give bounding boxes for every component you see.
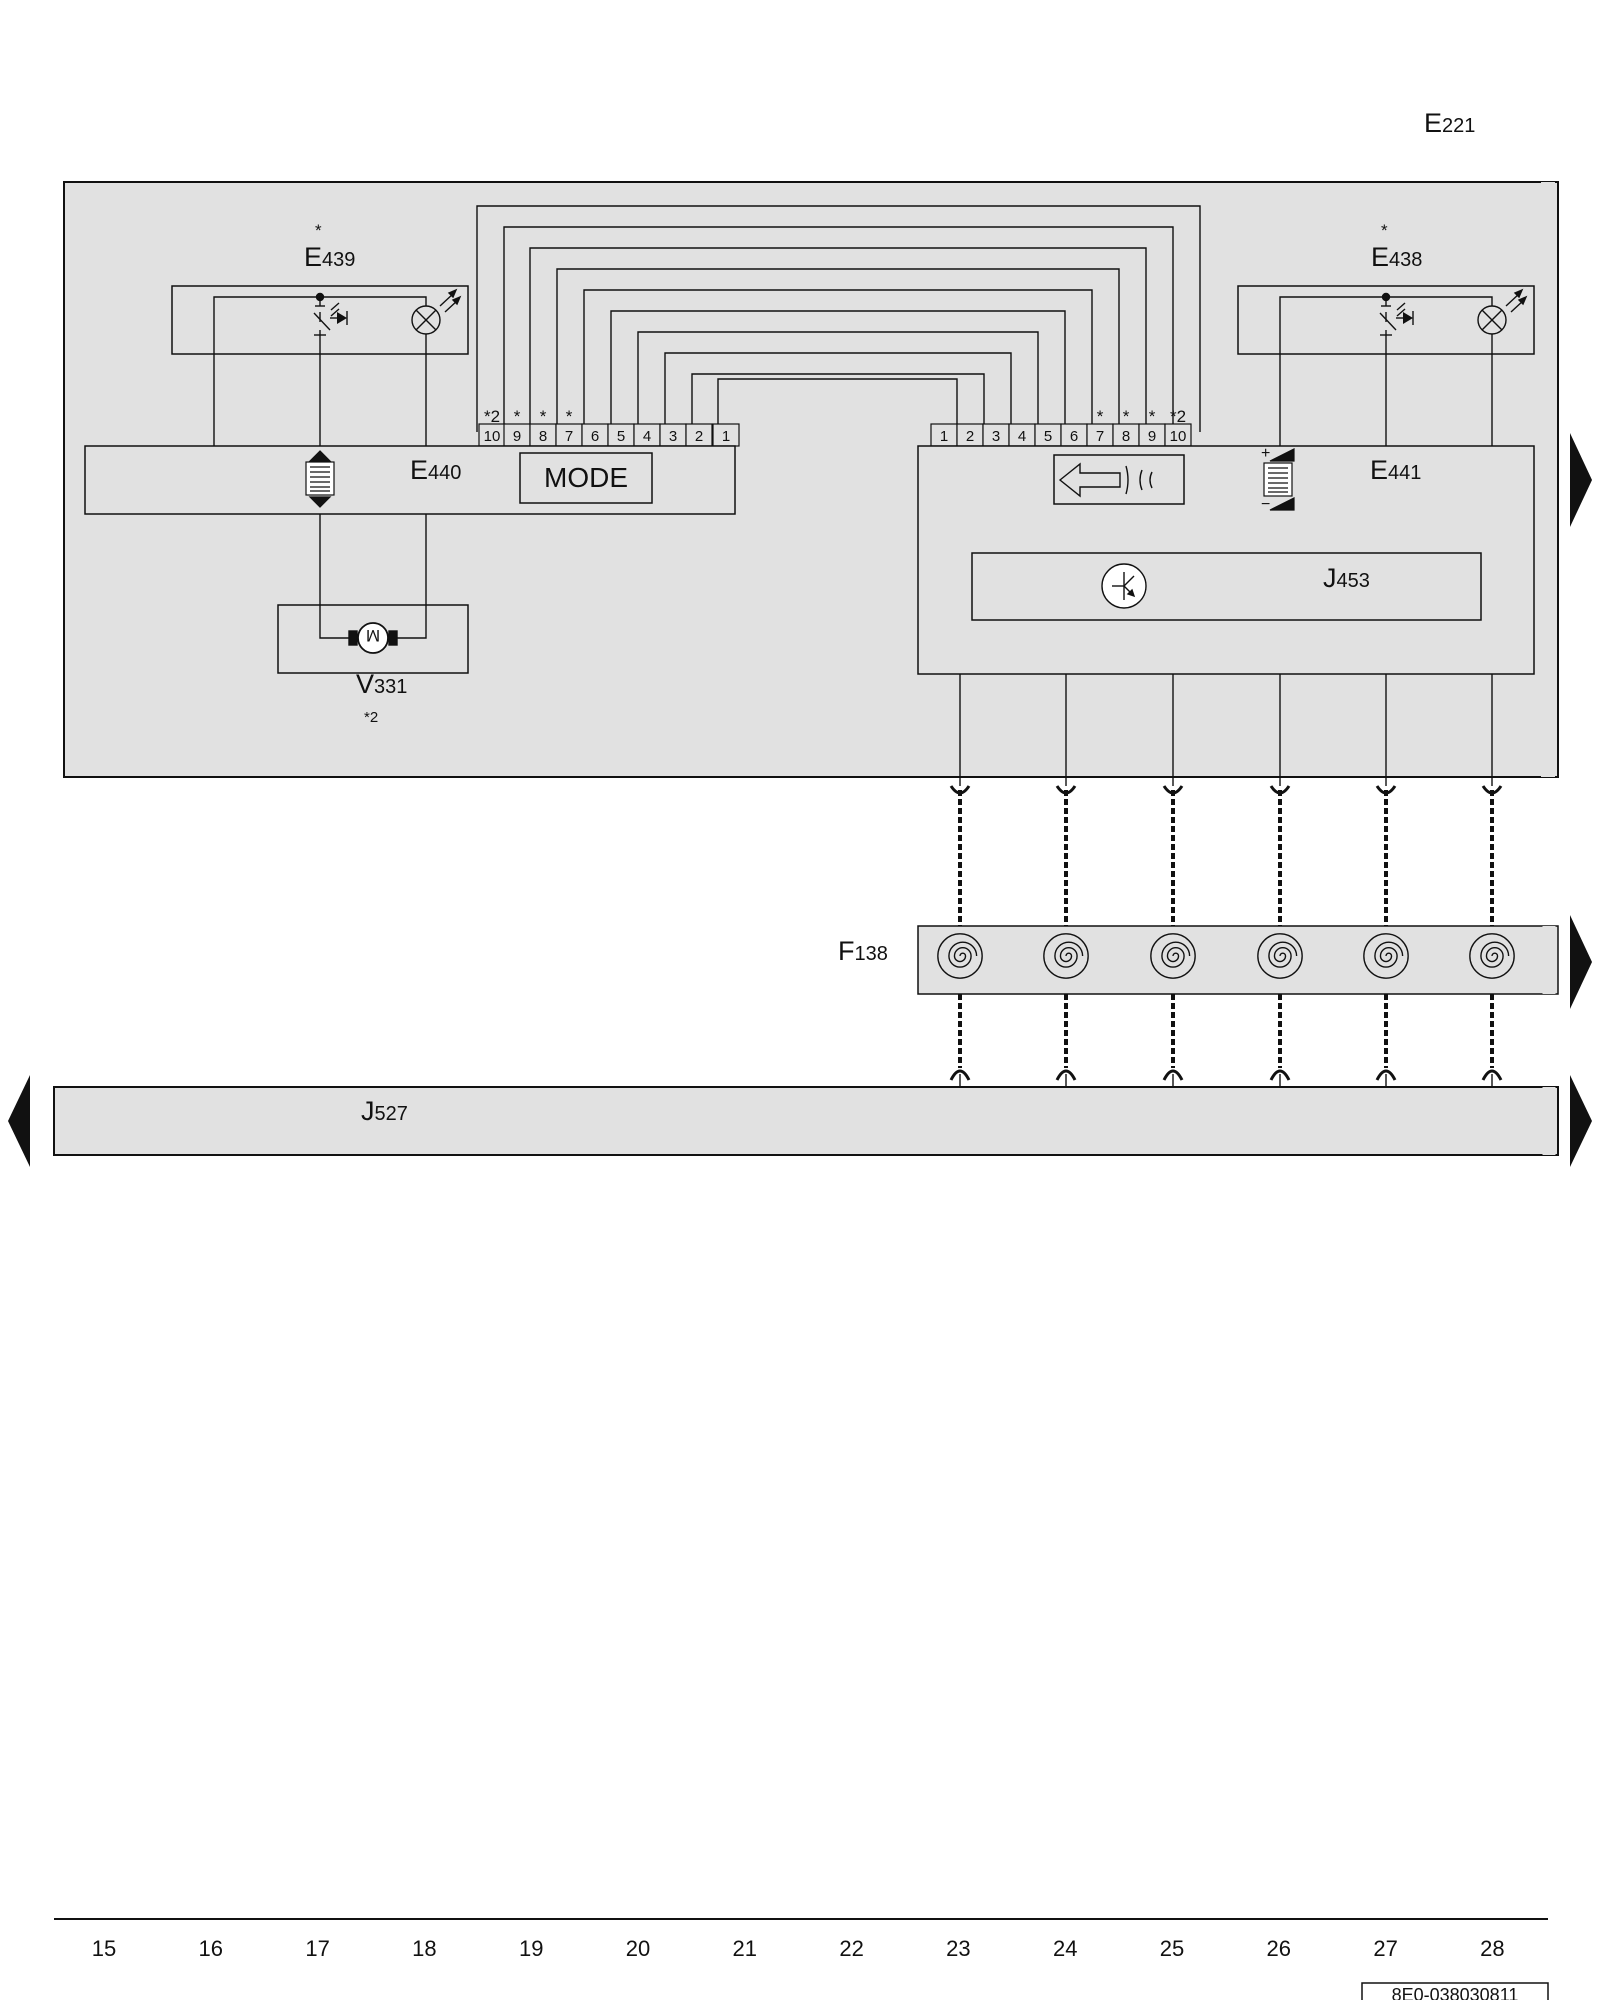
j527-box: [53, 1086, 1559, 1156]
wire-connector: [1481, 1069, 1503, 1081]
adjust-plus: +: [1261, 445, 1270, 462]
e438-star: *: [1381, 221, 1388, 240]
connector-wires: [476, 205, 1201, 432]
connector-wire: [529, 247, 1147, 432]
left-connector-pin-mark: *: [540, 407, 547, 426]
footer-column-number: 22: [839, 1936, 863, 1961]
left-connector-pin-number: 10: [484, 428, 501, 445]
right-connector-pin-number: 7: [1096, 428, 1104, 445]
footer-column-number: 16: [199, 1936, 223, 1961]
motor-icon: [319, 605, 427, 654]
mode-button[interactable]: [519, 452, 653, 504]
footer-column-number: 26: [1267, 1936, 1291, 1961]
harness-wires: [949, 674, 1503, 1087]
horn-signal-icon: [1058, 462, 1153, 498]
arrow-marker-icon: [1570, 915, 1592, 1009]
footer-column-number: 25: [1160, 1936, 1184, 1961]
connector-wire: [476, 205, 1201, 432]
connector-wire: [691, 373, 985, 432]
connector-wire: [610, 310, 1066, 432]
connector-wire: [717, 378, 958, 432]
thumbwheel-icon: [305, 450, 335, 508]
right-connector-pin-number: 9: [1148, 428, 1156, 445]
connector-wire: [556, 268, 1120, 432]
e438-label: E438: [1371, 242, 1422, 272]
wire-connector: [1269, 1069, 1291, 1081]
drawing-code: 8E0-038030811: [1392, 1985, 1519, 2000]
transistor-icon: [1101, 563, 1147, 609]
wire-connector: [1055, 1069, 1077, 1081]
footer-column-number: 21: [733, 1936, 757, 1961]
arrow-marker-icon: [1570, 1075, 1592, 1167]
footer-column-number: 23: [946, 1936, 970, 1961]
connector-wire: [583, 289, 1093, 432]
footer-column-number: 24: [1053, 1936, 1077, 1961]
right-connector-pin-number: 1: [940, 428, 948, 445]
left-connector-pin-mark: *2: [484, 407, 500, 426]
adjust-minus: −: [1261, 496, 1270, 513]
footer-column-number: 27: [1373, 1936, 1397, 1961]
e439-star: *: [315, 221, 322, 240]
connector-wire: [664, 352, 1012, 432]
right-connector-pin-number: 8: [1122, 428, 1130, 445]
right-connector: 1 2 3 4 5 6 7 * 8 * 9 * 10 *2: [930, 407, 1192, 447]
mode-button-label: MODE: [544, 462, 628, 493]
left-connector-pin-number: 6: [591, 428, 599, 445]
connector-wire: [637, 331, 1039, 432]
footer-column-number: 19: [519, 1936, 543, 1961]
left-connector-pin-number: 4: [643, 428, 651, 445]
j453-label: J453: [1323, 563, 1370, 593]
switch-led-icon: [1279, 292, 1493, 448]
v331-note: *2: [364, 709, 378, 726]
left-connector-pin-mark: *: [514, 407, 521, 426]
footer-column-number: 18: [412, 1936, 436, 1961]
right-connector-pin-number: 5: [1044, 428, 1052, 445]
lamp-icon: [1477, 288, 1528, 448]
thumbwheel-icon: [1263, 448, 1295, 511]
right-connector-pin-mark: *: [1149, 407, 1156, 426]
arrow-marker-icon: [1570, 433, 1592, 527]
e221-label: E221: [1424, 108, 1475, 138]
wire-connector: [1162, 1069, 1184, 1081]
footer-column-number: 28: [1480, 1936, 1504, 1961]
e439-label: E439: [304, 242, 355, 272]
lamp-icon: [411, 288, 462, 448]
footer-column-number: 20: [626, 1936, 650, 1961]
left-connector-pin-number: 7: [565, 428, 573, 445]
arrow-marker-icon: [8, 1075, 30, 1167]
footer-columns: 15 16 17 18 19 20 21 22 23 24 25 26 27 28: [92, 1936, 1505, 1961]
left-connector-pin-number: 3: [669, 428, 677, 445]
f138-box: [917, 925, 1559, 995]
motor-symbol: M: [366, 626, 380, 645]
left-connector-pin-mark: *: [566, 407, 573, 426]
footer-column-number: 17: [305, 1936, 329, 1961]
horn-button[interactable]: [1053, 454, 1185, 505]
wire-connector: [949, 1069, 971, 1081]
right-connector-pin-mark: *2: [1170, 407, 1186, 426]
code-box: [1361, 1982, 1549, 2000]
left-connector-pin-number: 8: [539, 428, 547, 445]
footer-column-number: 15: [92, 1936, 116, 1961]
left-connector-pin-number: 5: [617, 428, 625, 445]
e441-label: E441: [1370, 455, 1421, 485]
left-connector-pin-number: 1: [722, 428, 730, 445]
j453-box: [971, 552, 1482, 621]
right-connector-pin-number: 6: [1070, 428, 1078, 445]
right-connector-pin-number: 4: [1018, 428, 1026, 445]
right-connector-pin-number: 10: [1170, 428, 1187, 445]
right-connector-pin-number: 3: [992, 428, 1000, 445]
right-connector-pin-mark: *: [1123, 407, 1130, 426]
connector-wire: [503, 226, 1174, 432]
switch-led-icon: [213, 292, 427, 448]
left-connector-pin-number: 2: [695, 428, 703, 445]
j527-label: J527: [361, 1096, 408, 1126]
f138-label: F138: [838, 936, 888, 966]
left-connector-pin-number: 9: [513, 428, 521, 445]
right-connector-pin-mark: *: [1097, 407, 1104, 426]
wire-connector: [1375, 1069, 1397, 1081]
v331-label: V331: [356, 669, 407, 699]
right-connector-pin-number: 2: [966, 428, 974, 445]
e440-label: E440: [410, 455, 461, 485]
